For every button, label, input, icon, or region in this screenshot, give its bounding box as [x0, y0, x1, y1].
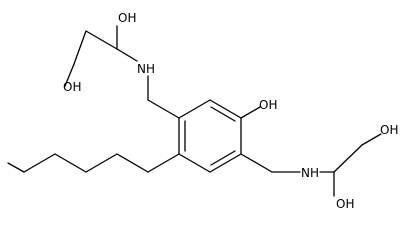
bond-to-phenol-oh — [240, 106, 261, 119]
ring-bond — [178, 99, 211, 119]
ring-double-bond — [210, 150, 236, 166]
chain-bond — [116, 48, 138, 62]
ring-bond — [209, 153, 242, 173]
atom-label-oh-top-upper: OH — [118, 11, 136, 25]
chain-bond — [240, 153, 273, 173]
chain-bond — [333, 144, 363, 173]
upper-aminomethyl-chain — [64, 25, 180, 119]
chain-bond — [73, 30, 87, 65]
chain-bond — [147, 99, 180, 119]
chain-bond — [7, 162, 25, 173]
chain-bond — [147, 153, 180, 173]
ring-bond — [209, 99, 242, 119]
chain-bond — [116, 153, 149, 173]
atom-label-nh-lower: NH — [301, 166, 319, 180]
chain-bond — [361, 133, 382, 146]
chain-bond — [54, 153, 87, 173]
ring-double-bond — [210, 106, 236, 122]
lower-aminomethyl-chain — [240, 133, 382, 197]
atom-label-oh-phenol: OH — [259, 98, 277, 112]
benzene-ring — [178, 99, 242, 173]
atom-label-oh-top-lower: OH — [63, 80, 81, 94]
chain-bond — [64, 63, 75, 87]
chain-bond — [23, 153, 56, 173]
atom-label-nh-upper: NH — [137, 62, 155, 76]
chain-bond — [85, 30, 118, 50]
atom-label-oh-right-lower: OH — [336, 197, 354, 211]
atom-label-oh-right-upper: OH — [380, 123, 398, 137]
chain-bond — [85, 153, 118, 173]
ring-bond — [178, 153, 211, 173]
hexyl-chain — [7, 153, 180, 173]
